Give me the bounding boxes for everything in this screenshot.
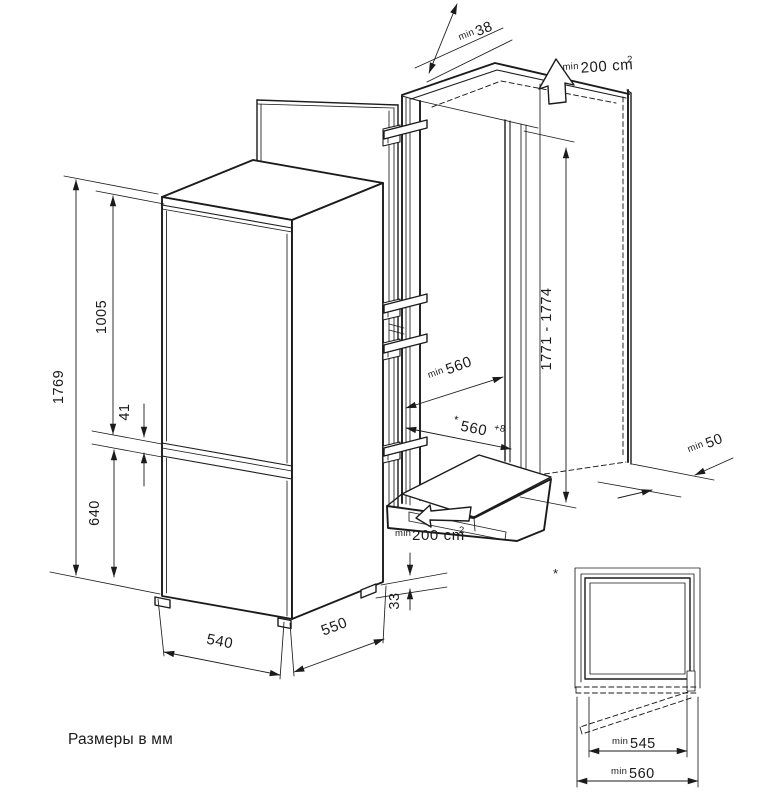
fridge-dimensions: 1769 1005 41 640 540 550: [49, 175, 448, 680]
niche-height-range-label: 1771 - 1774: [539, 288, 555, 371]
niche-bottom-vent-label: 200 cm: [412, 527, 465, 544]
niche-bottom-vent-sup: 2: [459, 525, 465, 536]
topview-inner-width-prefix: min: [612, 736, 628, 747]
fridge-depth-label: 550: [319, 614, 350, 639]
airflow-up-arrow-icon: [538, 58, 575, 105]
niche-top-vent-sup: 2: [627, 54, 633, 65]
niche-isometric-view: [382, 58, 632, 542]
fridge-foot: [360, 583, 377, 599]
open-door-swing: [579, 691, 689, 728]
niche-top-vent-label: 200 cm: [580, 56, 634, 77]
door-hinge: [382, 119, 428, 147]
niche-depth-min-prefix: min: [426, 365, 445, 381]
niche-top-gap-prefix: min: [457, 27, 476, 43]
niche-bottom-vent-prefix: min: [395, 528, 411, 539]
topview-outer-width-label: 560: [629, 766, 655, 782]
niche-depth-min-label: 560: [443, 353, 474, 378]
fridge-side-face: [291, 182, 384, 620]
fridge-foot-height-label: 33: [387, 592, 403, 609]
fridge-isometric-view: [154, 159, 384, 630]
niche-width-plus-mark: *: [453, 414, 460, 427]
niche-top-board: [401, 62, 630, 96]
fridge-width-label: 540: [205, 631, 235, 653]
topview-inner-width-label: 545: [630, 736, 656, 752]
niche-rear-gap-prefix: min: [686, 439, 705, 455]
niche-dimensions: min 38 min 200 cm 2 1771 - 1774 min 560 …: [395, 3, 734, 544]
niche-width-plus-sup: +8: [493, 422, 506, 435]
niche-width-plus-label: 560: [459, 418, 489, 440]
door-hinge-plan: [686, 670, 696, 692]
units-note: Размеры в мм: [68, 731, 173, 748]
airflow-front-arrow-icon: [415, 504, 472, 528]
fridge-lower-door-height-label: 640: [87, 500, 103, 526]
fridge-foot: [277, 617, 292, 630]
niche-top-gap-label: 38: [473, 19, 495, 40]
door-hinge: [382, 293, 428, 321]
topview-outer-width-prefix: min: [611, 766, 627, 777]
niche-top-view: * min 545 min 560: [553, 566, 701, 788]
fridge-total-height-label: 1769: [51, 370, 67, 404]
fridge-upper-door-height-label: 1005: [94, 300, 110, 334]
niche-rear-gap-label: 50: [703, 431, 725, 452]
topview-footnote-mark: *: [553, 566, 558, 581]
fridge-front-face: [161, 196, 293, 620]
fridge-foot: [154, 596, 171, 609]
door-hinge: [382, 333, 428, 361]
niche-top-vent-prefix: min: [562, 61, 579, 73]
fridge-door-gap-label: 41: [117, 403, 133, 420]
niche-right-panel: [626, 89, 632, 465]
